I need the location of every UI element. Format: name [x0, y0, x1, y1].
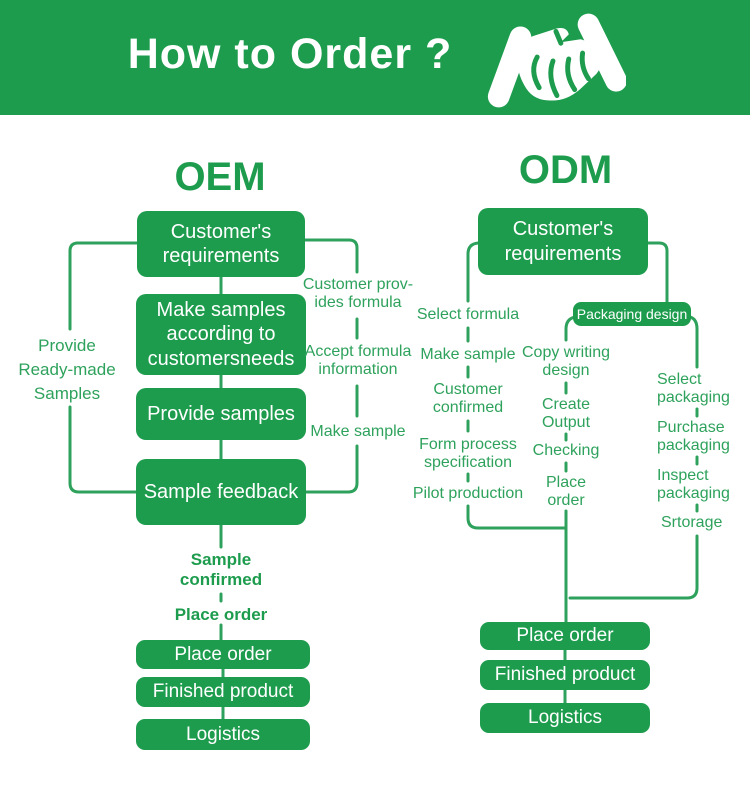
page-title: How to Order ?	[127, 30, 453, 78]
oem-box-make-samples: Make samples according to customersneeds	[136, 294, 306, 375]
oem-left-branch-label: Provide Ready-made Samples	[18, 336, 116, 403]
oem-box-finished-product: Finished product	[136, 677, 310, 707]
odm-label-inspect-packaging: Inspect packaging	[657, 467, 730, 502]
odm-box-finished-product: Finished product	[480, 660, 650, 690]
odm-label-customer-confirmed: Customer confirmed	[432, 381, 504, 416]
odm-label-checking: Checking	[532, 442, 600, 459]
odm-packaging-top-connector	[646, 241, 669, 304]
odm-label-make-sample: Make sample	[420, 346, 516, 363]
oem-label-accept-formula-information: Accept formula information	[304, 343, 412, 378]
odm-box-place-order: Place order	[480, 622, 650, 650]
odm-box-logistics: Logistics	[480, 703, 650, 733]
handshake-icon	[487, 13, 626, 108]
odm-box-customers-requirements: Customer's requirements	[478, 208, 648, 275]
odm-title: ODM	[518, 148, 613, 192]
oem-label-customer-provides-formula: Customer prov- ides formula	[302, 276, 414, 311]
odm-label-create-output: Create Output	[541, 396, 591, 431]
oem-label-sample-confirmed: Sample confirmed	[179, 550, 263, 589]
odm-label-place-order: Place order	[545, 474, 587, 509]
odm-label-srtorage: Srtorage	[661, 514, 723, 531]
oem-title: OEM	[174, 155, 266, 199]
header-banner: How to Order ?	[0, 0, 750, 115]
oem-box-sample-feedback: Sample feedback	[136, 459, 306, 525]
odm-label-select-packaging: Select packaging	[657, 371, 730, 406]
odm-box-packaging-design: Packaging design	[573, 302, 691, 326]
oem-label-place-order: Place order	[174, 605, 268, 624]
odm-label-select-formula: Select formula	[416, 306, 520, 323]
oem-box-provide-samples: Provide samples	[136, 388, 306, 440]
oem-label-make-sample: Make sample	[310, 423, 406, 440]
odm-label-purchase-packaging: Purchase packaging	[657, 419, 730, 454]
oem-box-place-order: Place order	[136, 640, 310, 669]
oem-box-logistics: Logistics	[136, 719, 310, 750]
odm-label-copy-writing-design: Copy writing design	[521, 344, 611, 379]
odm-label-form-process-specification: Form process specification	[419, 436, 517, 471]
odm-label-pilot-production: Pilot production	[412, 485, 524, 502]
oem-box-customers-requirements: Customer's requirements	[137, 211, 305, 277]
